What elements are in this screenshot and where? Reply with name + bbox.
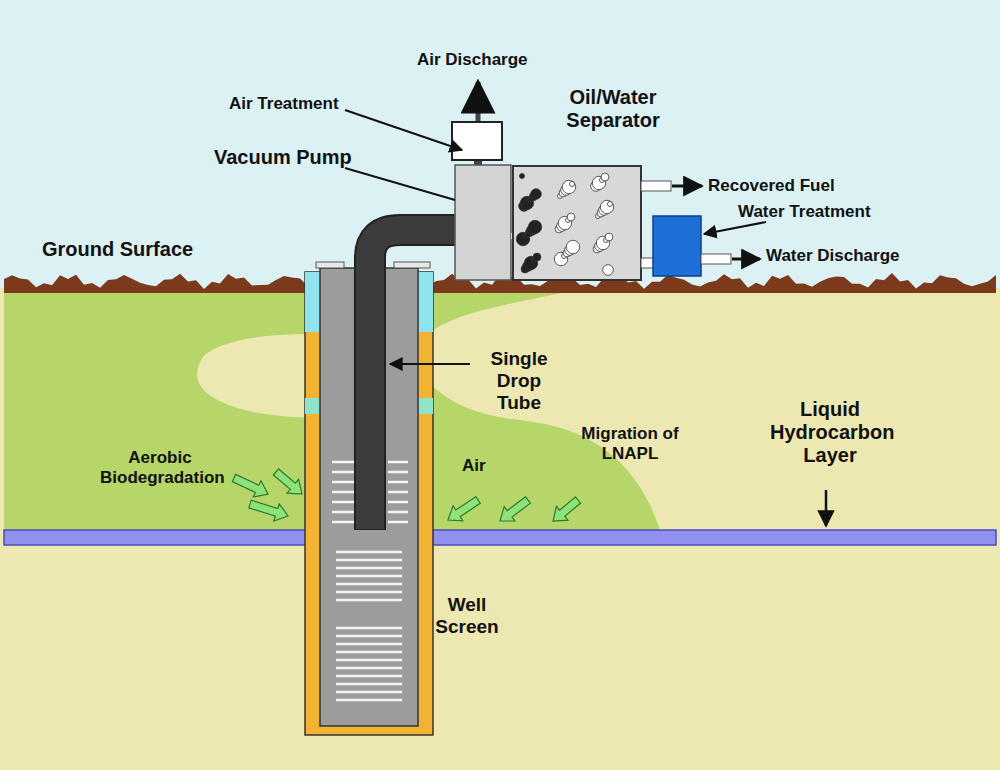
screen-slot [336, 691, 402, 694]
leader-line [704, 222, 766, 234]
flow-arrows [232, 469, 580, 521]
screen-slot [388, 471, 408, 474]
well-seal [305, 272, 320, 332]
leader-line [345, 168, 455, 200]
flow-arrow [273, 469, 302, 494]
screen-slot [336, 643, 402, 646]
bubble [600, 200, 613, 213]
screen-slot [388, 521, 408, 524]
label-drop-tube: Single Drop Tube [474, 348, 564, 414]
bubble [533, 253, 541, 261]
label-air-treatment: Air Treatment [229, 94, 339, 114]
screen-slot [388, 481, 408, 484]
well-seal [418, 272, 433, 332]
drop-tube [370, 230, 458, 529]
bubble [603, 265, 614, 276]
bubble [528, 220, 541, 233]
hydrocarbon-layer [4, 530, 996, 545]
bubble [531, 189, 542, 200]
screen-slot [336, 699, 402, 702]
screen-slot [336, 627, 402, 630]
screen-slot [336, 591, 402, 594]
screen-slot [388, 501, 408, 504]
leader-line [390, 363, 470, 365]
label-air-discharge: Air Discharge [417, 50, 528, 70]
fuel-pipe [641, 181, 671, 191]
oil-water-separator [513, 166, 641, 280]
well-cap [316, 262, 344, 268]
label-water-discharge: Water Discharge [766, 246, 900, 266]
leader-line [345, 110, 462, 150]
label-ground-surface: Ground Surface [42, 238, 193, 261]
flow-arrow [500, 497, 530, 521]
bubble [562, 180, 575, 193]
screen-slot [336, 659, 402, 662]
label-migration: Migration of LNAPL [580, 424, 680, 463]
screen-slot [336, 675, 402, 678]
screen-slot [336, 635, 402, 638]
label-hydrocarbon-layer: Liquid Hydrocarbon Layer [770, 398, 890, 467]
bubble [570, 182, 575, 187]
screen-slot [332, 471, 354, 474]
screen-slot [332, 521, 354, 524]
label-biodegradation: Aerobic Biodegradation [100, 448, 220, 487]
screen-slot [336, 567, 402, 570]
bubble [567, 213, 575, 221]
label-water-treatment: Water Treatment [738, 202, 871, 222]
screen-slot [336, 667, 402, 670]
air-discharge-arrow [476, 82, 481, 122]
flow-arrow [232, 474, 268, 497]
bubble [520, 174, 525, 179]
separator-bubbles [516, 173, 613, 275]
screen-slot [332, 501, 354, 504]
screen-slot [336, 559, 402, 562]
screen-slot [336, 575, 402, 578]
well-seal [305, 398, 320, 414]
bubble [605, 233, 613, 241]
bubble [601, 173, 609, 181]
bubble [566, 240, 579, 253]
screen-slot [336, 683, 402, 686]
screen-slot [388, 511, 408, 514]
screen-slot [332, 511, 354, 514]
screen-slot [332, 461, 354, 464]
air-treatment-unit [452, 122, 502, 160]
screen-slot [332, 491, 354, 494]
water-treatment-unit [653, 216, 701, 276]
leader-line [825, 490, 828, 526]
label-well-screen: Well Screen [432, 594, 502, 638]
discharge-pipe [701, 254, 731, 264]
discharge-arrow [732, 258, 760, 261]
soil [0, 288, 1000, 770]
screen-slot [388, 491, 408, 494]
screen-slot [336, 551, 402, 554]
well-seal [418, 398, 433, 414]
label-air: Air [462, 456, 486, 476]
bubble [608, 202, 613, 207]
fuel-arrow [672, 185, 702, 188]
flow-arrow [553, 497, 581, 521]
flow-arrow [249, 500, 288, 521]
vacuum-pump [455, 165, 511, 280]
screen-slot [336, 599, 402, 602]
screen-slot [336, 583, 402, 586]
label-vacuum-pump: Vacuum Pump [214, 146, 352, 169]
sky [0, 0, 1000, 290]
label-recovered-fuel: Recovered Fuel [708, 176, 835, 196]
label-separator: Oil/Water Separator [548, 86, 678, 132]
well-cap [394, 262, 430, 268]
flow-arrow [448, 497, 480, 521]
screen-slot [336, 651, 402, 654]
drop-tube-outline [370, 230, 458, 530]
screen-slot [388, 461, 408, 464]
screen-slot [332, 481, 354, 484]
